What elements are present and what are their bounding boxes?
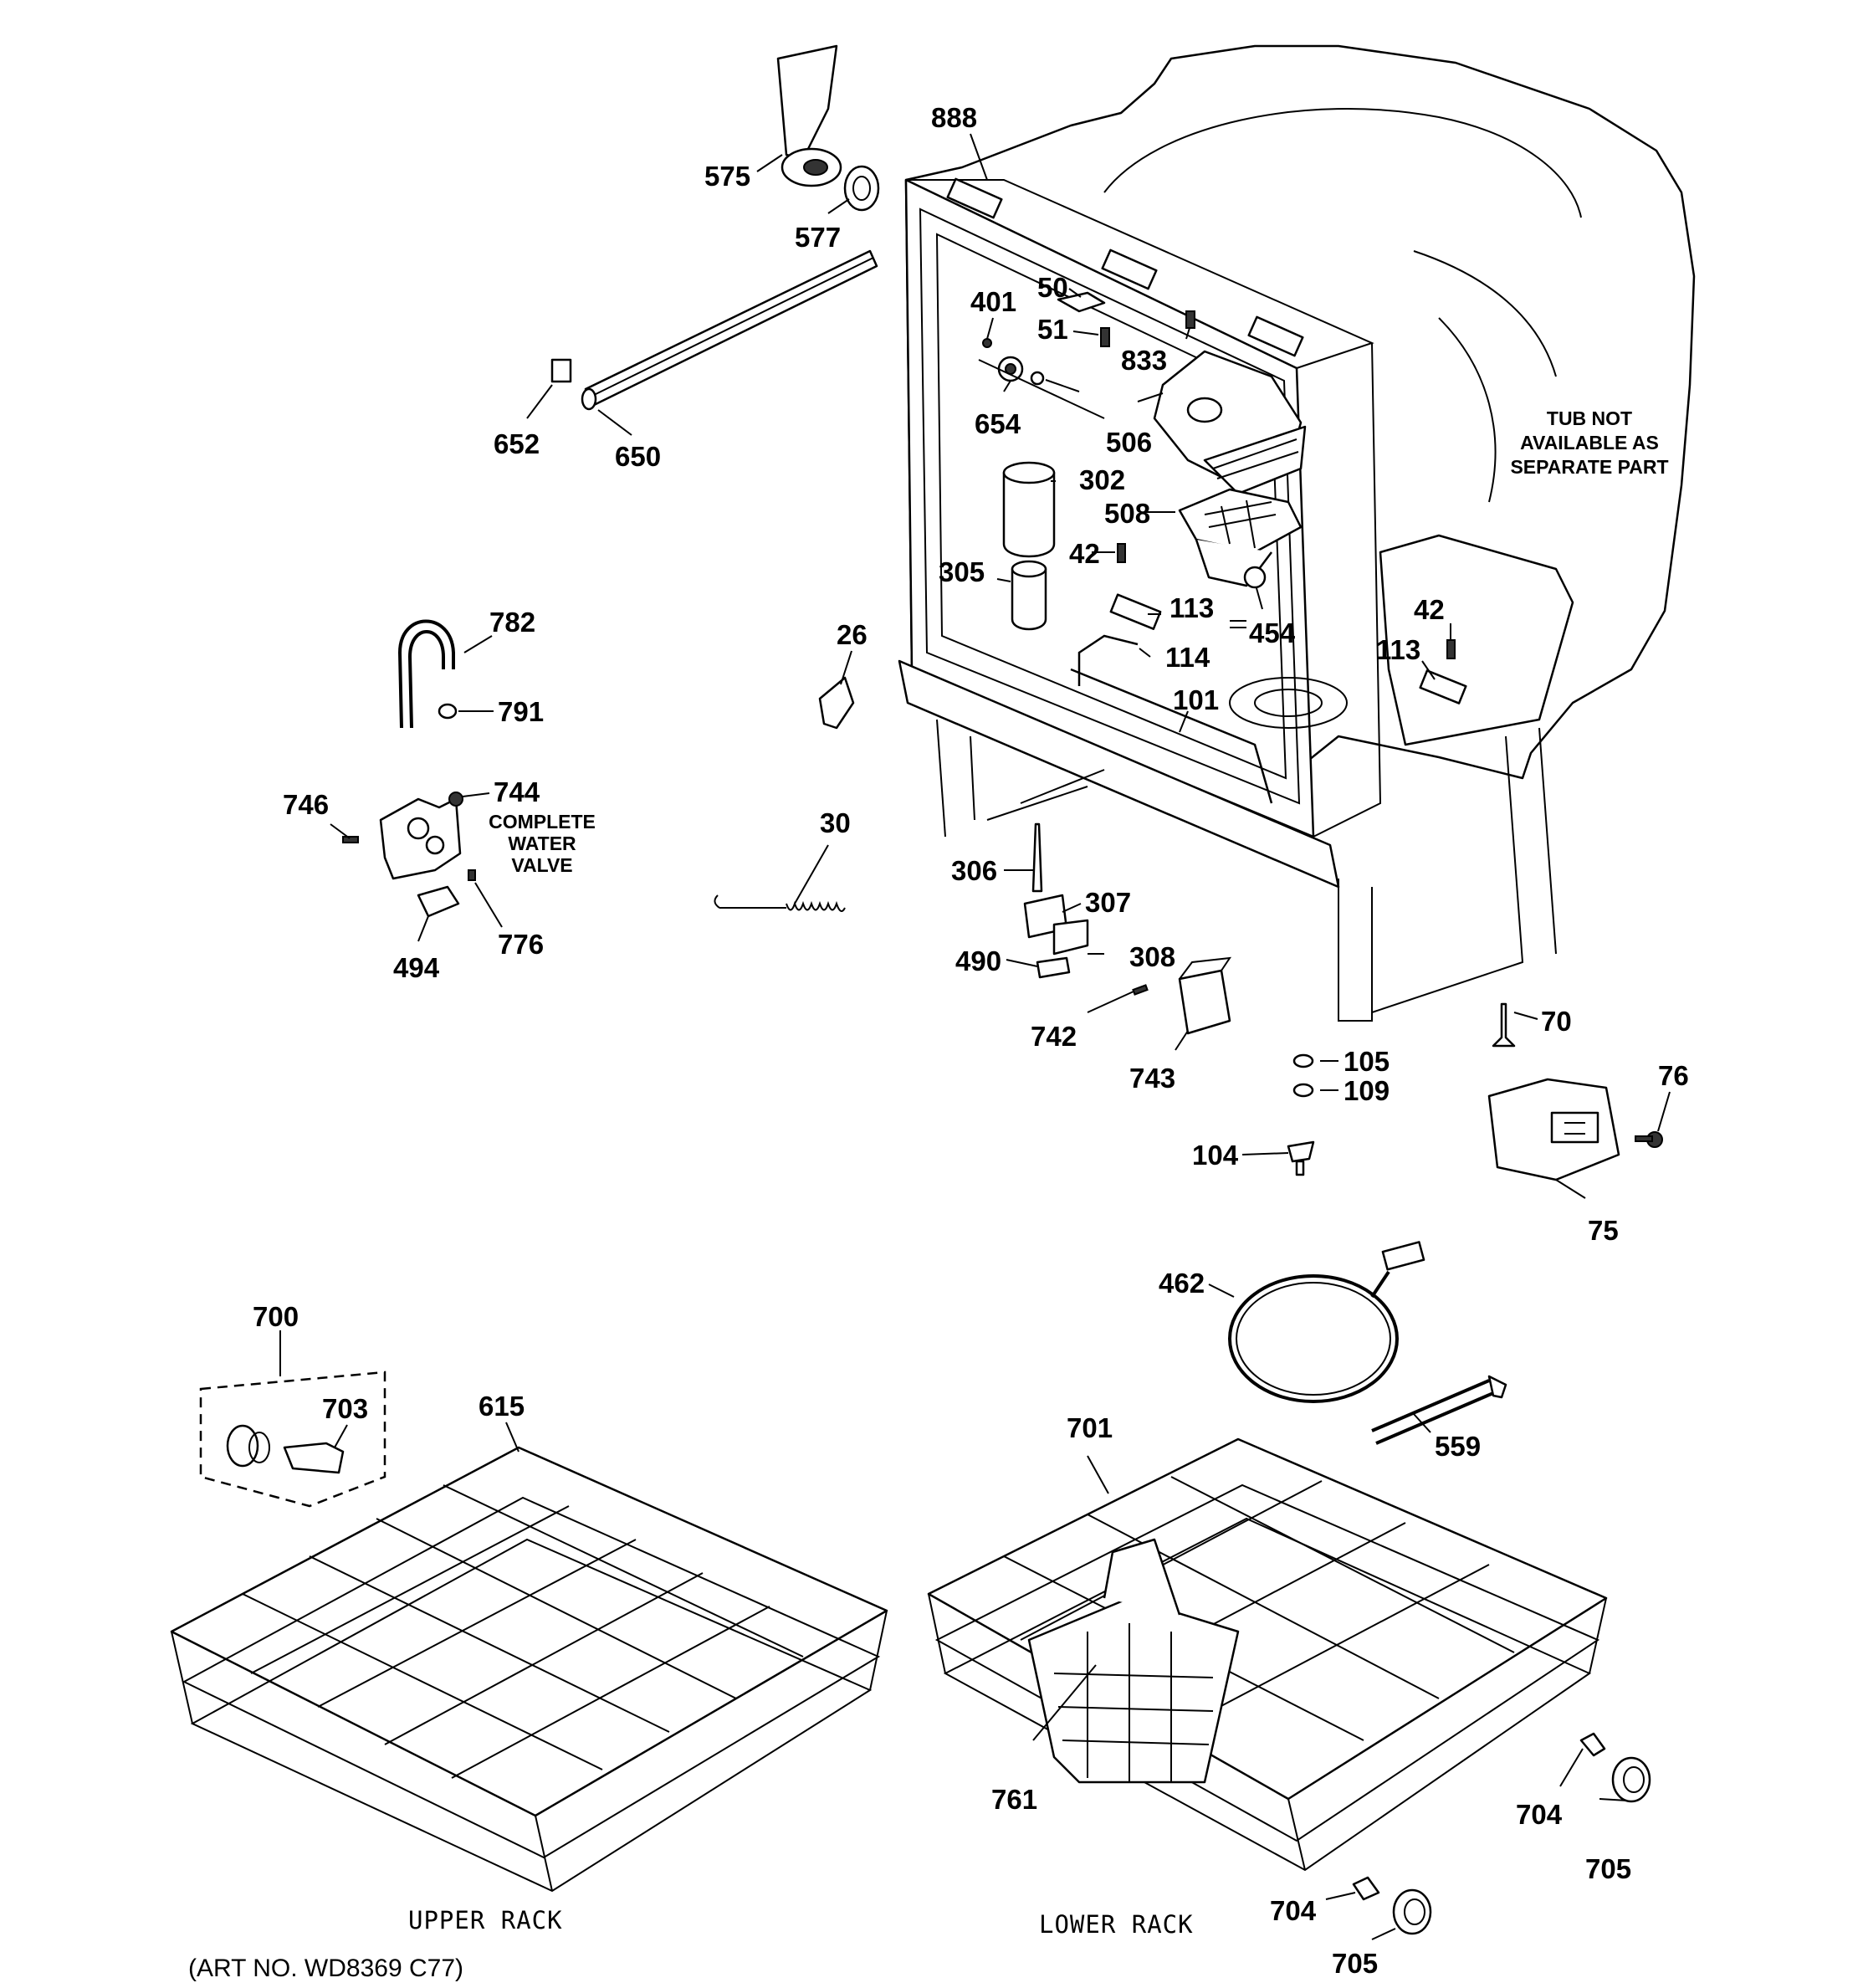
callout-104: 104 [1192, 1140, 1239, 1171]
lower-rack-label: LOWER RACK [1039, 1910, 1194, 1939]
callout-113-right: 113 [1376, 634, 1420, 665]
part-743-box [1178, 956, 1232, 1035]
callout-506: 506 [1106, 427, 1152, 458]
water-valve-note: COMPLETE WATER VALVE [489, 811, 596, 876]
callout-650: 650 [615, 441, 661, 472]
part-704-clip-right [1579, 1732, 1606, 1757]
callout-308: 308 [1129, 941, 1175, 972]
callout-490: 490 [955, 945, 1001, 976]
callout-109: 109 [1344, 1075, 1390, 1106]
leader-lines [279, 133, 1671, 1940]
part-704-clip-bottom [1352, 1876, 1380, 1901]
part-104-foot [1287, 1140, 1315, 1176]
part-650-rail [581, 249, 878, 411]
callout-652: 652 [494, 428, 540, 459]
part-462-hose [1228, 1241, 1425, 1403]
tub-note: TUB NOT AVAILABLE AS SEPARATE PART [1510, 407, 1668, 478]
part-782-hose [397, 619, 455, 729]
part-105-washer [1292, 1053, 1314, 1068]
callout-494: 494 [393, 952, 440, 983]
callout-700: 700 [253, 1301, 299, 1332]
callout-42-left: 42 [1069, 538, 1100, 569]
tub-note-line-2: AVAILABLE AS [1520, 432, 1659, 453]
part-109-washer [1292, 1083, 1314, 1098]
callout-704-bottom: 704 [1270, 1895, 1317, 1926]
callout-50: 50 [1037, 272, 1068, 303]
part-30-spring [714, 894, 846, 912]
callout-888: 888 [931, 102, 977, 133]
callout-105: 105 [1344, 1046, 1390, 1077]
part-26-clip [818, 676, 855, 730]
water-valve-note-line-3: VALVE [511, 854, 572, 876]
callout-307: 307 [1085, 887, 1131, 918]
tub-note-line-1: TUB NOT [1547, 407, 1632, 429]
callout-508: 508 [1104, 498, 1150, 529]
callout-75: 75 [1588, 1215, 1619, 1246]
callout-302: 302 [1079, 464, 1125, 495]
callout-114: 114 [1165, 642, 1210, 673]
callout-615: 615 [479, 1391, 525, 1422]
art-number: (ART NO. WD8369 C77) [188, 1955, 463, 1982]
part-559-hose [1371, 1375, 1507, 1445]
callout-703: 703 [322, 1393, 368, 1424]
callout-705-bottom: 705 [1332, 1948, 1378, 1979]
callout-705-right: 705 [1585, 1853, 1631, 1884]
callout-305: 305 [939, 556, 985, 587]
callout-746: 746 [283, 789, 329, 820]
callout-labels: 888 575 577 652 650 50 401 51 833 654 50… [253, 102, 1689, 1979]
part-705-wheel-right [1611, 1756, 1651, 1803]
part-742-screw [1132, 984, 1149, 996]
callout-744: 744 [494, 776, 540, 807]
part-700-kit [199, 1371, 386, 1508]
callout-401: 401 [970, 286, 1016, 317]
callout-51: 51 [1037, 314, 1068, 345]
callout-454: 454 [1249, 617, 1296, 648]
upper-rack [170, 1446, 888, 1893]
callout-791: 791 [498, 696, 544, 727]
tub-assembly [898, 44, 1696, 1048]
water-valve-note-line-1: COMPLETE [489, 811, 596, 833]
callout-42-right: 42 [1414, 594, 1445, 625]
part-577-ring [843, 165, 880, 212]
callout-559: 559 [1435, 1431, 1481, 1462]
part-791-clamp [438, 703, 458, 720]
part-307-switch [1023, 894, 1089, 956]
part-761-basket [1027, 1538, 1240, 1784]
part-652-clip [550, 358, 572, 383]
callout-654: 654 [975, 408, 1021, 439]
part-75-module [1487, 1078, 1620, 1181]
callout-462: 462 [1159, 1268, 1205, 1299]
callout-782: 782 [489, 607, 535, 638]
callout-101: 101 [1173, 684, 1219, 715]
callout-742: 742 [1031, 1021, 1077, 1052]
callout-743: 743 [1129, 1063, 1175, 1094]
part-306-rod [1031, 822, 1043, 893]
part-76-screw [1635, 1131, 1663, 1148]
callout-70: 70 [1541, 1006, 1572, 1037]
callout-761: 761 [991, 1784, 1037, 1815]
callout-704-right: 704 [1516, 1799, 1563, 1830]
callout-575: 575 [704, 161, 750, 192]
water-valve-note-line-2: WATER [508, 833, 576, 854]
callout-76: 76 [1658, 1060, 1689, 1091]
upper-rack-label: UPPER RACK [408, 1906, 563, 1934]
tub-note-line-3: SEPARATE PART [1510, 456, 1668, 478]
callout-306: 306 [951, 855, 997, 886]
callout-113-left: 113 [1169, 592, 1214, 623]
callout-30: 30 [820, 807, 851, 838]
part-705-wheel-bottom [1392, 1888, 1432, 1935]
callout-701: 701 [1067, 1412, 1113, 1443]
callout-577: 577 [795, 222, 841, 253]
part-575-wand [776, 44, 842, 187]
callout-26: 26 [837, 619, 868, 650]
part-744-water-valve [342, 792, 476, 918]
callout-833: 833 [1121, 345, 1167, 376]
callout-776: 776 [498, 929, 544, 960]
part-490-switch [1036, 956, 1071, 979]
